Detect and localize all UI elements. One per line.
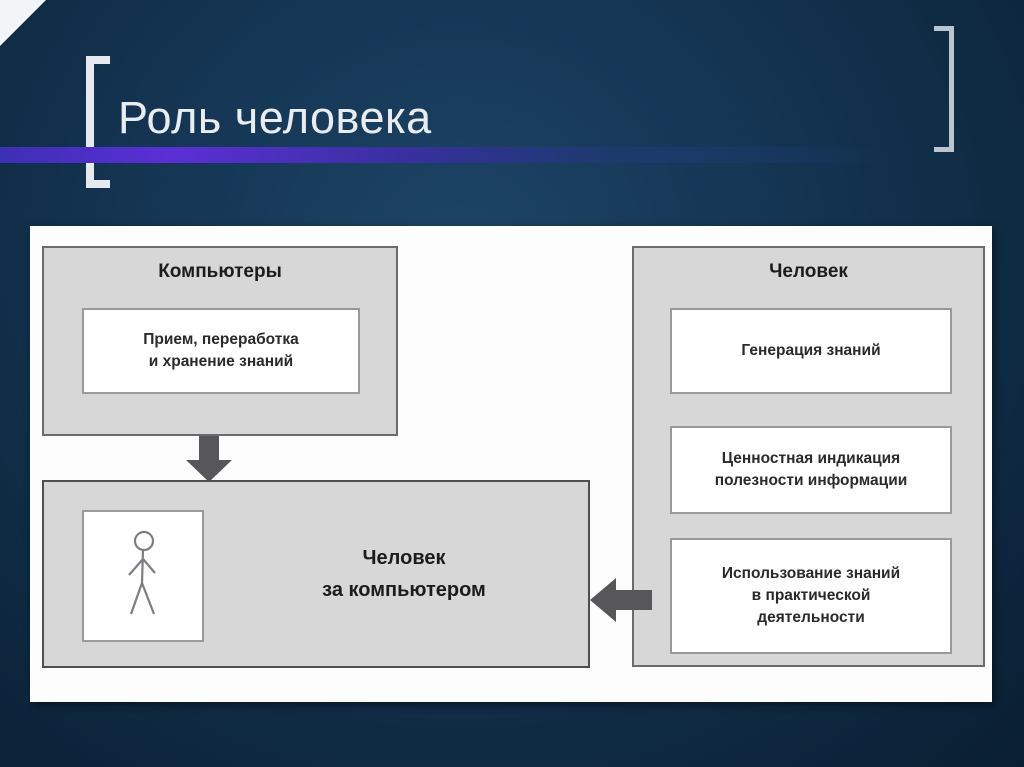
- stick-figure-icon: [128, 530, 156, 615]
- human-at-computer-box: Человек за компьютером: [42, 480, 590, 668]
- human-item-text: Использование знаний в практической деят…: [721, 565, 901, 626]
- slide-title: Роль человека: [118, 92, 432, 143]
- human-item-box: Использование знаний в практической деят…: [670, 538, 952, 654]
- title-accent-stripe: [0, 147, 958, 163]
- person-figure-box: [82, 510, 204, 642]
- human-item-text: Генерация знаний: [741, 342, 881, 360]
- diagram-panel: Компьютеры Прием, переработка и хранение…: [30, 226, 992, 702]
- computers-item-text: Прием, переработка и хранение знаний: [143, 331, 299, 370]
- human-box-title: Человек: [769, 261, 848, 282]
- corner-triangle: [0, 0, 46, 46]
- computers-box: Компьютеры Прием, переработка и хранение…: [42, 246, 398, 436]
- computers-box-title: Компьютеры: [158, 261, 282, 282]
- human-item-box: Ценностная индикация полезности информац…: [670, 426, 952, 514]
- human-item-box: Генерация знаний: [670, 308, 952, 394]
- arrow-down-icon: [186, 436, 232, 482]
- computers-item-box: Прием, переработка и хранение знаний: [82, 308, 360, 394]
- human-item-text: Ценностная индикация полезности информац…: [714, 450, 908, 489]
- title-bracket-right-icon: [934, 26, 954, 152]
- human-at-computer-label: Человек за компьютером: [322, 547, 486, 601]
- human-box: Человек Генерация знаний Ценностная инди…: [632, 246, 985, 667]
- title-bracket-left-icon: [86, 56, 110, 188]
